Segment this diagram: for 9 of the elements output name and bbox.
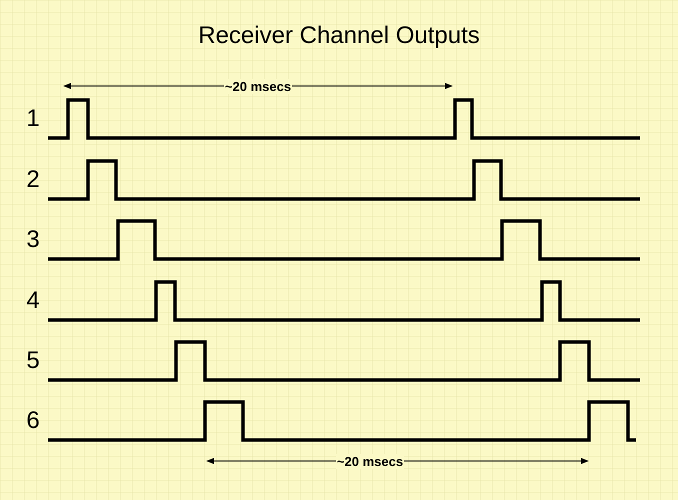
dimension-label: ~20 msecs <box>224 78 292 94</box>
title: Receiver Channel Outputs <box>197 22 481 50</box>
channel-number: 2 <box>26 166 40 194</box>
channel-number: 1 <box>26 105 40 133</box>
channel-number: 3 <box>26 226 40 254</box>
channel-number: 4 <box>26 287 40 315</box>
channel-number: 5 <box>26 347 40 375</box>
channel-number: 6 <box>26 407 40 435</box>
dimension-label: ~20 msecs <box>336 454 404 468</box>
